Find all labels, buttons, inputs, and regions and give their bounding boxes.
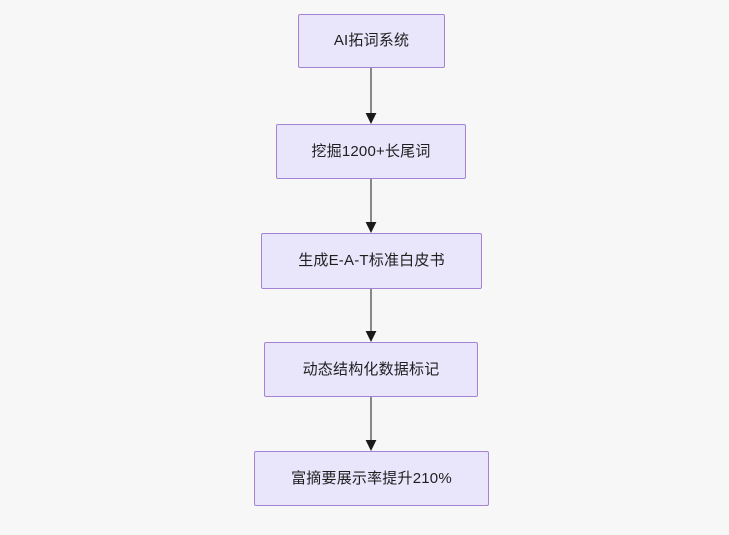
flowchart-node-label: 挖掘1200+长尾词 [311,142,431,160]
edge-node1-to-node2 [361,64,381,128]
edge-node4-to-node5 [361,393,381,455]
flowchart-node-structured-data-markup[interactable]: 动态结构化数据标记 [264,342,478,397]
flowchart-node-ai-keyword-system[interactable]: AI拓词系统 [298,14,445,68]
flowchart-node-label: 动态结构化数据标记 [302,360,440,378]
flowchart-node-longtail-keywords[interactable]: 挖掘1200+长尾词 [276,124,466,179]
flowchart-node-label: 生成E-A-T标准白皮书 [298,252,445,269]
edge-node3-to-node4 [361,285,381,346]
flowchart-node-eat-whitepaper[interactable]: 生成E-A-T标准白皮书 [261,233,482,289]
flowchart-node-label: AI拓词系统 [333,32,410,49]
flowchart-node-label: 富摘要展示率提升210% [291,469,452,487]
edge-node2-to-node3 [361,175,381,237]
flowchart-node-rich-snippet-result[interactable]: 富摘要展示率提升210% [254,451,489,506]
